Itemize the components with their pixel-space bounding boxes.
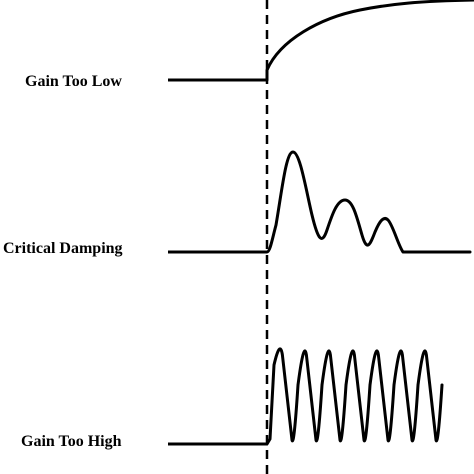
label-gain-too-high: Gain Too High (21, 433, 122, 450)
critical-damping-response-curve (265, 150, 472, 254)
label-gain-too-low: Gain Too Low (25, 73, 122, 90)
gain-too-low-response-curve (265, 0, 474, 82)
label-critical-damping: Critical Damping (3, 240, 123, 257)
gain-too-high-response-curve (265, 347, 444, 446)
